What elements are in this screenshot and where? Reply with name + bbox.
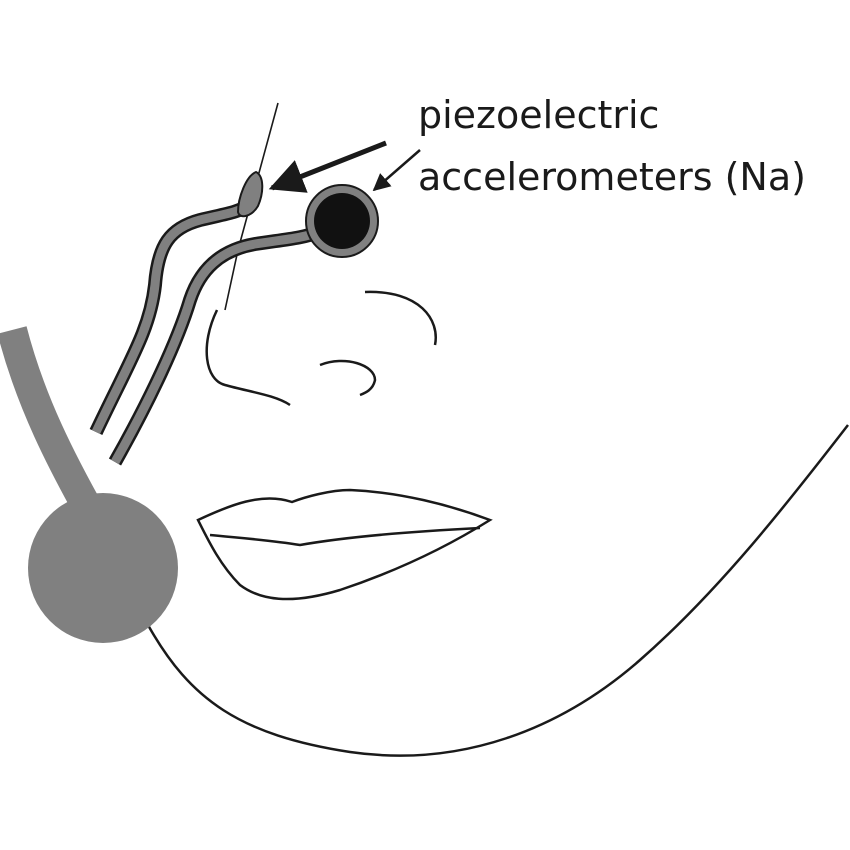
lips-outline	[196, 488, 493, 601]
nostril-curve	[364, 290, 437, 346]
sensor-cable	[91, 201, 251, 434]
small-accelerometer	[236, 170, 264, 218]
accelerometer-cable	[111, 227, 320, 465]
lips-seam	[209, 526, 481, 547]
accelerometer-cable-outline	[108, 225, 321, 466]
arrow-to-small-sensor	[268, 140, 387, 193]
label-line-1: piezoelectric	[418, 93, 660, 137]
jaw-outline	[146, 424, 849, 757]
nose-bridge-line	[205, 309, 291, 407]
gray-electrode	[28, 493, 178, 643]
nose-tip-curve	[319, 359, 377, 397]
round-accelerometer	[314, 193, 370, 249]
label-line-2: accelerometers (Na)	[418, 155, 806, 199]
arrow-to-round-accelerometer	[372, 149, 421, 192]
